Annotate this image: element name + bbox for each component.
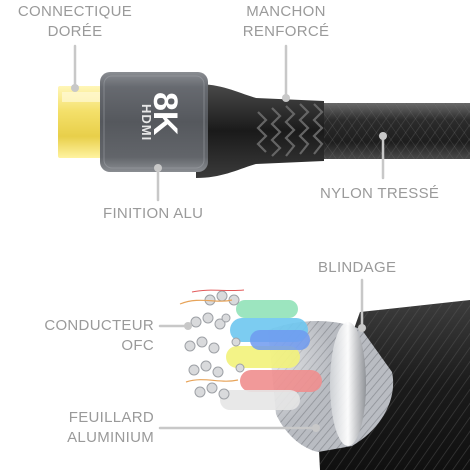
label-conductor-line1: CONDUCTEUR [44,317,154,334]
8k-text: 8K [146,92,184,136]
label-connector-line2: DORÉE [47,23,103,40]
label-shielding-text: BLINDAGE [318,259,397,276]
label-foil-line2: ALUMINIUM [67,429,154,446]
aluminium-housing [100,72,208,172]
cable-cross-section [168,289,470,470]
label-finish-text: FINITION ALU [103,205,204,222]
hdmi-plug: HDMI 8K [58,72,470,178]
shield-ring [330,322,366,446]
conductor-bundle [220,300,322,410]
label-sleeve: MANCHON RENFORCÉ [216,2,356,42]
gold-connector [58,86,104,158]
label-foil-line1: FEUILLARD [68,409,154,426]
label-shielding: BLINDAGE [318,258,396,278]
label-sleeve-line1: MANCHON [246,3,326,20]
label-nylon: NYLON TRESSÉ [320,184,439,204]
label-connector-line1: CONNECTIQUE [17,3,133,20]
label-foil: FEUILLARD ALUMINIUM [2,408,154,448]
label-sleeve-line2: RENFORCÉ [242,23,330,40]
ofc-conductor-ends [184,290,245,400]
label-finish: FINITION ALU [103,204,203,224]
label-conductor-line2: OFC [121,337,154,354]
label-nylon-text: NYLON TRESSÉ [320,185,440,202]
label-connector: CONNECTIQUE DORÉE [2,2,148,42]
label-conductor: CONDUCTEUR OFC [2,316,154,356]
callout-lines [71,44,387,432]
hdmi-logo-text: HDMI [139,104,154,141]
